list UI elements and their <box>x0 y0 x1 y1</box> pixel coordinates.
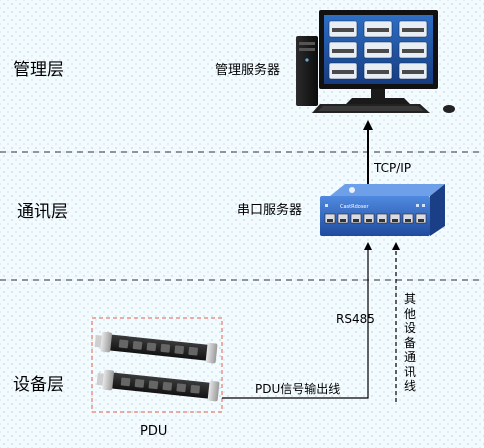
serial-server-icon <box>320 184 445 236</box>
management-server-label: 管理服务器 <box>215 63 281 78</box>
layer-label-management: 管理层 <box>13 60 64 80</box>
tcp-ip-label: TCP/IP <box>374 161 412 175</box>
pdu-group-box <box>91 317 223 413</box>
pdu-strip-1 <box>94 331 218 364</box>
pdu-signal-line-label: PDU信号输出线 <box>255 382 341 396</box>
rs485-label: RS485 <box>336 312 375 326</box>
pdu-label: PDU <box>140 424 168 439</box>
layer-label-device: 设备层 <box>13 375 64 395</box>
serial-server-brand-text: CastRdoser <box>340 204 370 210</box>
pdu-signal-line <box>222 242 372 399</box>
serial-server-label: 串口服务器 <box>237 203 303 218</box>
layer-label-communication: 通讯层 <box>17 202 68 222</box>
pdu-strip-2 <box>96 369 220 402</box>
management-server-icon <box>296 10 455 113</box>
other-device-comm-line-label: 其他设备通讯线 <box>403 292 416 393</box>
